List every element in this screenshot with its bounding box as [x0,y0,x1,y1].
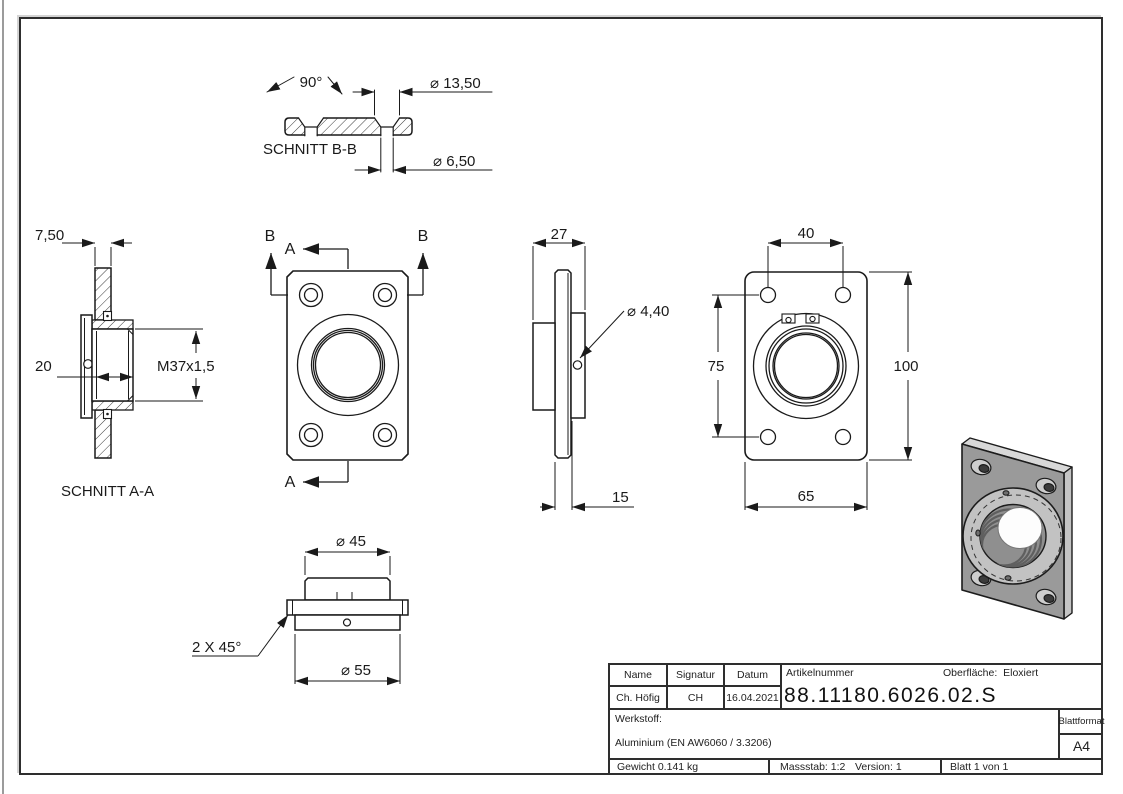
tb-datum-label: Datum [737,669,768,681]
tb-gewicht: Gewicht 0.141 kg [617,760,699,773]
dim-chamfer: 2 X 45° [192,639,241,656]
dim-collar-diameter: ⌀ 55 [341,662,371,679]
tb-massstab: Massstab: 1:2 [780,760,846,773]
dim-hole-diameter: ⌀ 6,50 [433,153,475,170]
dim-boss-diameter: ⌀ 45 [336,533,366,550]
dim-total-depth: 27 [551,226,568,243]
tb-blatt: Blatt 1 von 1 [950,760,1009,773]
tb-signatur-value: CH [687,691,704,704]
tb-name-value: Ch. Höfig [616,691,660,704]
dim-countersink-angle: 90° [300,74,323,91]
dim-plate-width: 65 [798,488,815,505]
dim-wall-thickness: 7,50 [35,227,64,244]
tb-oberflaeche-label: Oberfläche: [943,667,998,679]
section-marker-b-left: B [265,228,276,245]
tb-name-label: Name [623,669,652,681]
tb-werkstoff-value: Aluminium (EN AW6060 / 3.3206) [615,737,772,749]
section-aa-label: SCHNITT A-A [61,483,154,500]
dim-boss-depth: 20 [35,358,52,375]
section-marker-a-top: A [285,241,296,258]
side-view: 27 ⌀ 4,40 15 [532,226,669,512]
tb-datum-value: 16.04.2021 [726,691,779,704]
section-marker-b-right: B [418,228,429,245]
tb-oberflaeche-value: Eloxiert [1003,667,1039,679]
section-aa-view: 7,50 20 M37x1,5 SCHNITT A-A [35,227,215,500]
front-view: B B A A [265,228,429,491]
tb-artikelnummer-value: 88.11180.6026.02.S [784,684,998,707]
dim-countersink-diameter: ⌀ 13,50 [430,75,481,92]
tb-werkstoff-label: Werkstoff: [615,713,662,725]
tb-version: Version: 1 [855,760,902,773]
tb-blattformat-label: Blattformat [1058,715,1105,727]
dim-plate-offset: 15 [612,489,629,506]
tb-blattformat-value: A4 [1072,737,1091,754]
tb-artikelnummer-label: Artikelnummer [786,667,854,679]
isometric-3d-view [961,437,1073,620]
dim-thread: M37x1,5 [157,358,215,375]
section-bb-view: 90° ⌀ 13,50 ⌀ 6,50 SCHNITT B-B [263,74,493,175]
dim-side-hole-diameter: ⌀ 4,40 [627,303,669,320]
screen-edge-line [2,0,4,794]
section-bb-label: SCHNITT B-B [263,141,357,158]
back-view: 40 75 100 65 [708,225,919,512]
dim-hole-spacing-horizontal: 40 [798,225,815,242]
bottom-view: ⌀ 45 2 X 45° ⌀ 55 [192,533,409,686]
dim-plate-height: 100 [893,358,918,375]
dim-hole-spacing-vertical: 75 [708,358,725,375]
tb-signatur-label: Signatur [675,669,716,681]
drawing-border-frame [19,17,1103,775]
section-marker-a-bottom: A [285,474,296,491]
